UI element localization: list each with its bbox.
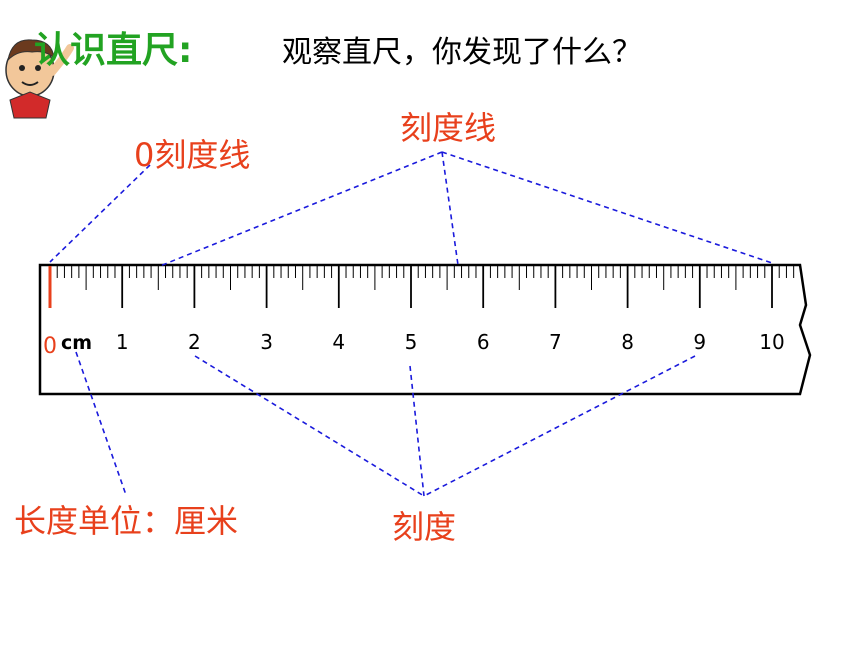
page-title: 认识直尺: (34, 30, 192, 71)
tick-marks-label: 刻度线 (400, 109, 496, 147)
cartoon-boy-icon (5, 39, 74, 119)
page-question: 观察直尺，你发现了什么？ (282, 35, 642, 70)
ruler-body (38, 263, 812, 396)
ruler-ticks (56, 266, 795, 308)
ruler-number: 3 (260, 330, 273, 354)
ruler-zero-number: 0 (43, 334, 57, 359)
ruler: 0 cm 1 2 3 4 5 6 7 8 9 10 (38, 263, 812, 396)
leader-scale-right (423, 355, 696, 497)
leader-unit (75, 351, 127, 496)
ruler-number: 8 (621, 330, 634, 354)
ruler-unit-text: cm (61, 332, 92, 354)
leader-tick-middle (441, 151, 459, 266)
ruler-number: 5 (405, 330, 418, 354)
leader-zero-mark (49, 164, 151, 263)
leader-tick-right (441, 151, 773, 264)
ruler-number: 7 (549, 330, 562, 354)
scale-numbers-label: 刻度 (392, 508, 456, 546)
ruler-number: 9 (693, 330, 706, 354)
ruler-number: 2 (188, 330, 201, 354)
ruler-numbers: 1 2 3 4 5 6 7 8 9 10 (116, 330, 785, 354)
ruler-number: 4 (332, 330, 345, 354)
leader-scale-middle (409, 365, 425, 497)
leader-lines (49, 151, 773, 497)
ruler-number: 10 (759, 330, 784, 354)
ruler-number: 1 (116, 330, 129, 354)
leader-tick-left (159, 151, 443, 267)
zero-mark-label: 0刻度线 (134, 136, 250, 174)
unit-label: 长度单位：厘米 (14, 502, 238, 540)
ruler-number: 6 (477, 330, 490, 354)
